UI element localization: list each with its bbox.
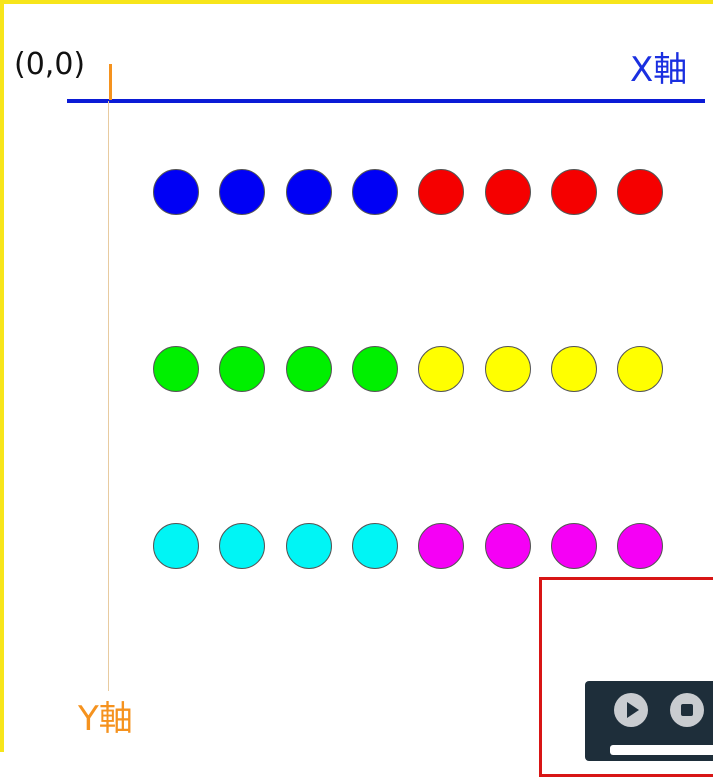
dot-r1-c2 (219, 169, 266, 215)
stop-icon (681, 704, 693, 716)
dot-r1-c7 (550, 169, 597, 215)
dot-r2-c8 (617, 346, 664, 392)
x-axis-line (67, 99, 705, 103)
dot-r1-c5 (418, 169, 465, 215)
dot-r1-c8 (617, 169, 664, 215)
origin-label: (0,0) (14, 47, 86, 82)
dot-r2-c7 (550, 346, 597, 392)
dot-r1-c1 (153, 169, 199, 215)
dot-r3-c5 (418, 523, 465, 569)
dot-r3-c3 (285, 523, 332, 569)
play-icon (627, 702, 639, 718)
dot-r3-c4 (351, 523, 398, 569)
dot-r3-c8 (617, 523, 664, 569)
x-axis-label: X軸 (630, 50, 688, 90)
dot-r3-c6 (484, 523, 531, 569)
dot-r2-c5 (418, 346, 465, 392)
dot-r2-c1 (153, 346, 199, 392)
dot-r1-c6 (484, 169, 531, 215)
dot-r2-c6 (484, 346, 531, 392)
dot-r3-c7 (550, 523, 597, 569)
dot-r2-c3 (285, 346, 332, 392)
y-axis-line (108, 101, 109, 691)
dot-r3-c2 (219, 523, 266, 569)
y-axis-label: Y軸 (78, 699, 133, 739)
dot-r1-c3 (285, 169, 332, 215)
stop-button[interactable] (670, 693, 704, 727)
play-button[interactable] (614, 693, 648, 727)
dot-r1-c4 (351, 169, 398, 215)
dot-r2-c4 (351, 346, 398, 392)
player-strip (610, 745, 713, 755)
dot-r3-c1 (153, 523, 199, 569)
origin-tick (109, 64, 112, 100)
dot-r2-c2 (219, 346, 266, 392)
